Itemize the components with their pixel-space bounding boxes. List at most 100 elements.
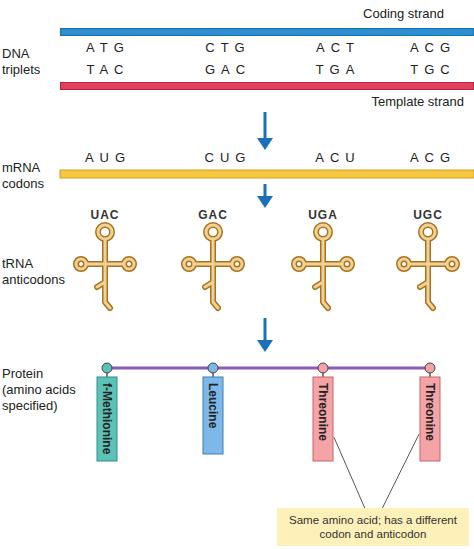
base-triplet: ACG xyxy=(400,40,460,56)
trna-stem xyxy=(194,239,232,308)
trna-loop xyxy=(447,259,457,269)
amino-stem xyxy=(212,373,214,377)
trna-stroke xyxy=(294,225,352,308)
bracket-line xyxy=(382,434,419,508)
node-text: f-Methionine xyxy=(96,377,118,461)
amino-stem xyxy=(429,373,431,377)
trna-shape xyxy=(75,222,135,310)
base-triplet: ATG xyxy=(75,40,135,56)
process-arrow xyxy=(257,184,273,208)
arrow-shaft xyxy=(264,184,267,198)
amino-acid-box: Leucine xyxy=(202,362,224,455)
base-triplet: TGA xyxy=(305,62,365,78)
trna-shape xyxy=(183,222,243,310)
node-text: GAC xyxy=(183,208,243,222)
base-triplet: TAC xyxy=(75,62,135,78)
trna-loop xyxy=(206,225,220,239)
amino-acid-box: Threonine xyxy=(312,362,334,462)
base-triplet: CTG xyxy=(195,40,255,56)
trna-stroke xyxy=(184,225,242,308)
trna-loop xyxy=(342,259,352,269)
trna-loop xyxy=(184,259,194,269)
amino-rect xyxy=(420,377,440,461)
trna-loop xyxy=(316,225,330,239)
row-label: Protein (amino acids specified) xyxy=(2,366,86,414)
node-text: UGA xyxy=(293,208,353,222)
trna-stem xyxy=(304,239,342,308)
trna-loop xyxy=(76,259,86,269)
trna-stroke xyxy=(399,225,457,308)
trna-loop xyxy=(232,259,242,269)
trna-molecule: GAC xyxy=(183,208,243,312)
base-triplet: ACT xyxy=(305,40,365,56)
amino-stem xyxy=(106,373,108,377)
trna-loop xyxy=(399,259,409,269)
trna-molecule: UGC xyxy=(398,208,458,312)
trna-molecule: UGA xyxy=(293,208,353,312)
trna-loop xyxy=(206,225,220,239)
mrna-strand xyxy=(60,170,474,178)
base-triplet: AUG xyxy=(75,150,135,166)
node-text: Leucine xyxy=(202,377,224,454)
amino-stem xyxy=(322,373,324,377)
amino-bead xyxy=(208,363,218,373)
amino-bead xyxy=(425,363,435,373)
base-triplet: GAC xyxy=(195,62,255,78)
arrow-shaft xyxy=(264,112,267,140)
base-triplet: CUG xyxy=(195,150,255,166)
process-arrow xyxy=(257,318,273,352)
amino-bead xyxy=(102,363,112,373)
peptide-bond xyxy=(118,367,202,370)
dna-strand-band: Coding strand xyxy=(60,4,474,38)
trna-stem xyxy=(86,239,124,308)
arrow-head xyxy=(257,340,273,352)
peptide-bond xyxy=(334,367,419,370)
base-triplet: TGC xyxy=(400,62,460,78)
amino-acid-box: f-Methionine xyxy=(96,362,118,462)
trna-shape xyxy=(293,222,353,310)
node-text: Threonine xyxy=(312,377,334,461)
trna-loop xyxy=(447,259,457,269)
trna-loop xyxy=(124,259,134,269)
process-arrow xyxy=(257,112,273,150)
amino-rect xyxy=(97,377,117,461)
trna-loop xyxy=(399,259,409,269)
trna-stroke xyxy=(76,225,134,308)
arrow-head xyxy=(257,196,273,208)
callout-box: Same amino acid; has a different codon a… xyxy=(277,508,469,546)
trna-stem xyxy=(86,239,124,308)
bracket-line xyxy=(334,437,365,508)
trna-loop xyxy=(98,225,112,239)
node-text: UAC xyxy=(75,208,135,222)
node-text: Same amino acid; has a different codon a… xyxy=(282,513,464,541)
strand-bar xyxy=(60,28,474,36)
arrow-shaft xyxy=(264,318,267,342)
trna-stem xyxy=(194,239,232,308)
trna-loop xyxy=(316,225,330,239)
trna-molecule: UAC xyxy=(75,208,135,312)
amino-bead xyxy=(318,363,328,373)
peptide-bond xyxy=(224,367,312,370)
node-text: UGC xyxy=(398,208,458,222)
trna-loop xyxy=(294,259,304,269)
node-text: Template strand xyxy=(372,94,465,109)
trna-stroke xyxy=(184,225,242,308)
trna-stem xyxy=(409,239,447,308)
amino-acid-box: Threonine xyxy=(419,362,441,462)
base-triplet: ACG xyxy=(400,150,460,166)
trna-loop xyxy=(184,259,194,269)
arrow-head xyxy=(257,138,273,150)
trna-loop xyxy=(421,225,435,239)
row-label: DNA triplets xyxy=(2,46,54,78)
amino-rect xyxy=(313,377,333,461)
trna-stem xyxy=(409,239,447,308)
amino-rect xyxy=(203,377,223,454)
dna-strand-band: Template strand xyxy=(60,82,474,112)
trna-loop xyxy=(232,259,242,269)
trna-loop xyxy=(98,225,112,239)
trna-shape xyxy=(398,222,458,310)
strand-bar xyxy=(60,82,474,90)
trna-loop xyxy=(421,225,435,239)
